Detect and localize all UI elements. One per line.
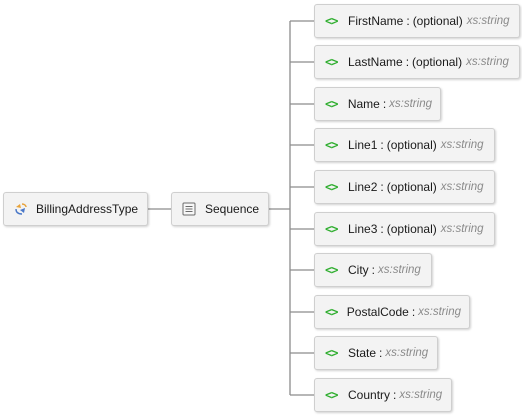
element-icon: <>	[325, 180, 338, 194]
element-icon: <>	[325, 138, 338, 152]
element-optional: (optional)	[386, 138, 437, 152]
sequence-icon	[182, 202, 196, 216]
element-node-city[interactable]: <> City : xs:string	[314, 253, 432, 287]
sequence-node[interactable]: Sequence	[171, 192, 269, 226]
complex-type-icon	[15, 203, 27, 215]
element-name: LastName	[348, 55, 403, 69]
element-node-state[interactable]: <> State : xs:string	[314, 336, 438, 370]
element-separator: :	[379, 346, 383, 360]
element-name: PostalCode	[346, 305, 409, 319]
element-type: xs:string	[399, 389, 443, 401]
element-optional: (optional)	[386, 222, 437, 236]
sequence-label: Sequence	[205, 202, 260, 216]
element-node-firstname[interactable]: <> FirstName : (optional) xs:string	[314, 4, 520, 38]
element-optional: (optional)	[412, 55, 463, 69]
element-type: xs:string	[418, 306, 461, 318]
element-name: Country	[348, 388, 391, 402]
element-separator: :	[380, 180, 384, 194]
element-type: xs:string	[385, 347, 429, 359]
element-node-lastname[interactable]: <> LastName : (optional) xs:string	[314, 45, 520, 79]
element-node-line2[interactable]: <> Line2 : (optional) xs:string	[314, 170, 495, 204]
element-separator: :	[380, 222, 384, 236]
element-icon: <>	[325, 97, 338, 111]
element-type: xs:string	[389, 98, 432, 110]
element-icon: <>	[325, 346, 338, 360]
complex-type-node[interactable]: BillingAddressType	[3, 192, 148, 226]
element-separator: :	[411, 305, 416, 319]
element-node-name[interactable]: <> Name : xs:string	[314, 87, 441, 121]
element-separator: :	[405, 55, 410, 69]
element-icon: <>	[325, 388, 338, 402]
element-name: FirstName	[348, 14, 404, 28]
element-name: State	[348, 346, 377, 360]
element-type: xs:string	[440, 181, 484, 193]
element-type: xs:string	[440, 223, 484, 235]
element-node-country[interactable]: <> Country : xs:string	[314, 378, 452, 412]
element-separator: :	[393, 388, 397, 402]
element-icon: <>	[325, 55, 338, 69]
element-optional: (optional)	[412, 14, 463, 28]
element-node-line1[interactable]: <> Line1 : (optional) xs:string	[314, 128, 495, 162]
complex-type-label: BillingAddressType	[36, 202, 139, 216]
element-separator: :	[406, 14, 410, 28]
element-type: xs:string	[440, 139, 484, 151]
element-type: xs:string	[466, 56, 509, 68]
element-node-postalcode[interactable]: <> PostalCode : xs:string	[314, 295, 470, 329]
element-separator: :	[380, 138, 384, 152]
element-name: Line3	[348, 222, 378, 236]
element-icon: <>	[325, 14, 338, 28]
element-name: Line2	[348, 180, 378, 194]
element-optional: (optional)	[386, 180, 437, 194]
element-icon: <>	[325, 305, 338, 319]
element-type: xs:string	[466, 15, 510, 27]
element-type: xs:string	[378, 264, 421, 276]
element-icon: <>	[325, 263, 338, 277]
element-separator: :	[382, 97, 387, 111]
element-name: Name	[347, 97, 380, 111]
element-name: Line1	[348, 138, 378, 152]
element-icon: <>	[325, 222, 338, 236]
element-node-line3[interactable]: <> Line3 : (optional) xs:string	[314, 212, 495, 246]
element-separator: :	[371, 263, 376, 277]
element-name: City	[348, 263, 369, 277]
